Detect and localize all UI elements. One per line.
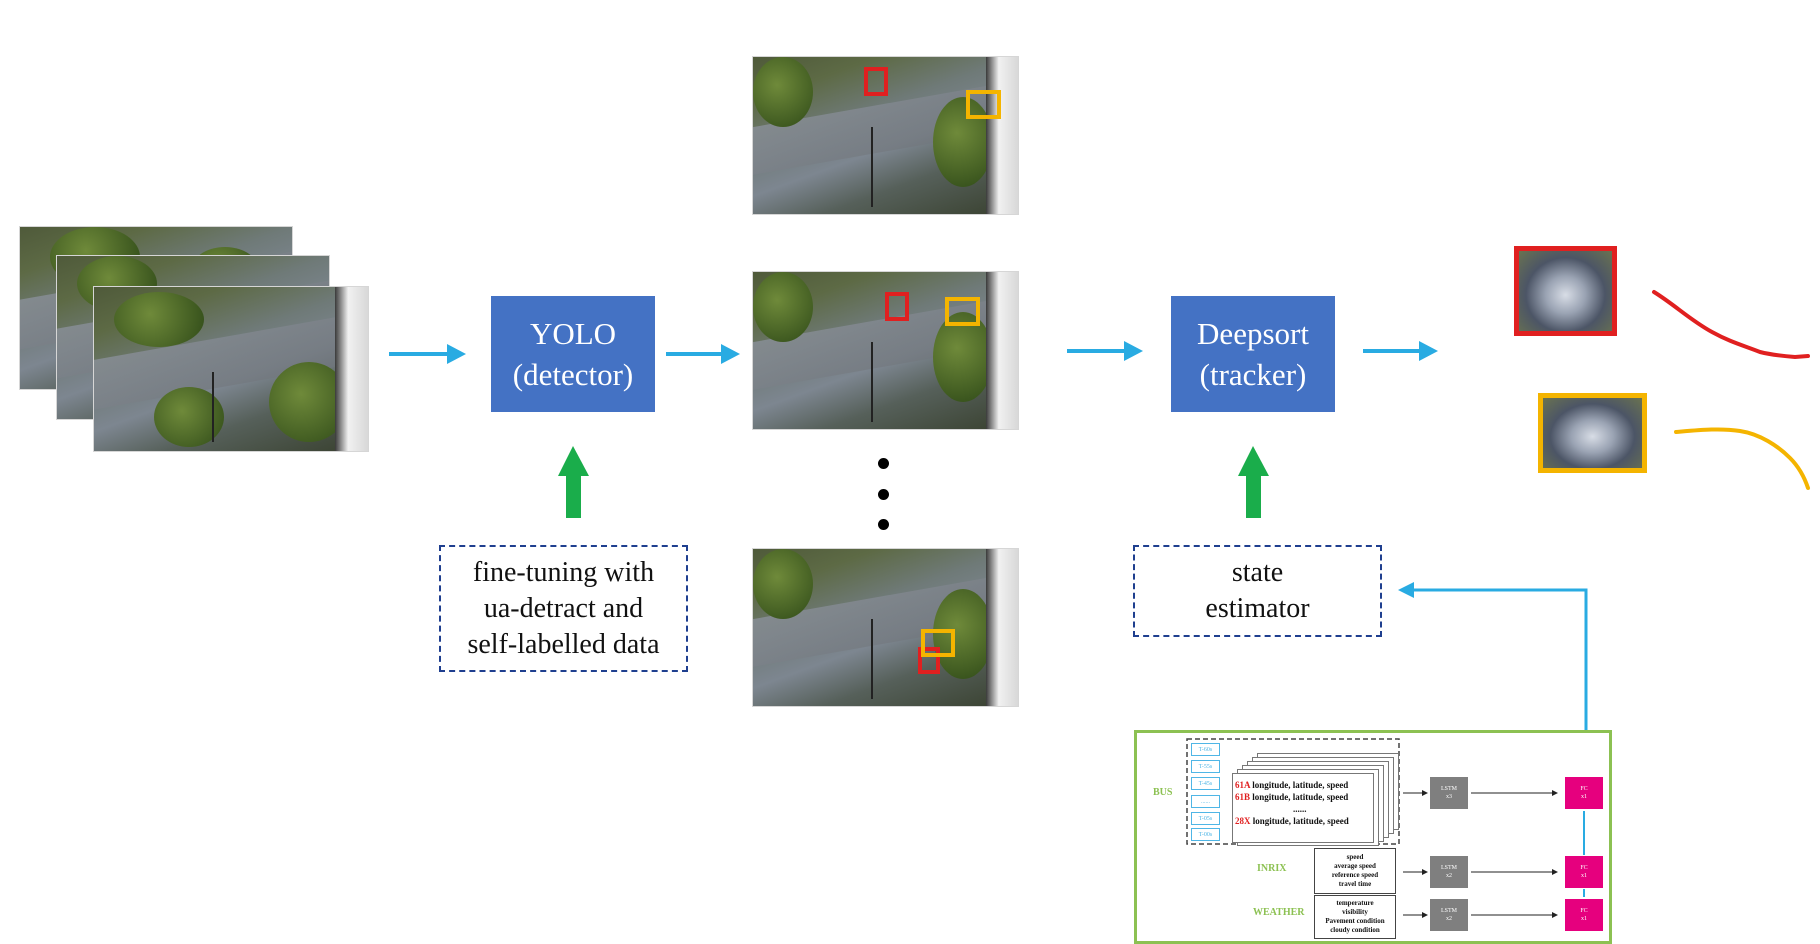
trajectory-red [1652,290,1810,360]
trajectory-yellow [1674,427,1810,490]
flow-arrow-detections-to-deepsort [1067,341,1143,361]
tracked-vehicle-yellow [1538,393,1647,473]
state-line-1: state [1231,557,1284,588]
finetune-note: fine-tuning with ua-detract and self-lab… [439,545,688,672]
time-step: T-55s [1191,760,1220,773]
time-step: T-60s [1191,743,1220,756]
feedback-arrow-predictor-to-state [1398,582,1588,770]
bus-row: 61A longitude, latitude, speed [1235,780,1349,790]
yolo-title: YOLO [529,316,617,351]
bus-row: 28X longitude, latitude, speed [1235,816,1349,826]
inrix-feature-box: speed average speed reference speed trav… [1314,848,1396,894]
state-line-2: estimator [1205,593,1310,624]
time-step: ...... [1191,795,1220,808]
input-arrow-state-to-deepsort [1238,446,1269,518]
time-step: T-00s [1191,828,1220,841]
bbox-yellow [921,629,955,657]
bbox-red [885,292,909,321]
weather-feature-box: temperature visibility Pavement conditio… [1314,895,1396,939]
time-step: T-45s [1191,777,1220,790]
deepsort-subtitle: (tracker) [1199,357,1307,392]
flow-arrow-yolo-to-detections [666,344,740,364]
detection-frame-bottom [752,548,1019,707]
bbox-yellow [966,90,1001,119]
tracked-vehicle-red [1514,246,1617,336]
bbox-red [918,647,940,674]
finetune-line-3: self-labelled data [467,628,660,660]
input-arrow-finetune-to-yolo [558,446,589,518]
detection-frame-top [752,56,1019,215]
time-step: T-05s [1191,812,1220,825]
inrix-label: INRIX [1257,863,1287,874]
flow-arrow-deepsort-to-tracks [1363,341,1438,361]
bus-label: BUS [1153,787,1173,798]
yolo-subtitle: (detector) [512,357,634,392]
predictor-panel: BUS INRIX WEATHER T-60s T-55s T-45s ....… [1134,730,1612,944]
finetune-line-1: fine-tuning with [472,556,655,588]
yolo-detector-block: YOLO (detector) [491,296,655,412]
deepsort-tracker-block: Deepsort (tracker) [1171,296,1335,412]
finetune-line-2: ua-detract and [483,592,644,624]
weather-label: WEATHER [1253,907,1305,918]
bus-card-front: 61A longitude, latitude, speed 61B longi… [1232,773,1374,843]
bbox-yellow [945,297,980,326]
detection-frame-middle [752,271,1019,430]
state-estimator-note: state estimator [1133,545,1382,637]
predictor-connectors [1186,738,1585,918]
deepsort-title: Deepsort [1197,316,1309,351]
flow-arrow-input-to-yolo [389,344,466,364]
bus-row: 61B longitude, latitude, speed [1235,792,1349,802]
bbox-red [864,67,888,96]
input-frame-front [93,286,369,452]
bus-row: ...... [1293,804,1307,814]
